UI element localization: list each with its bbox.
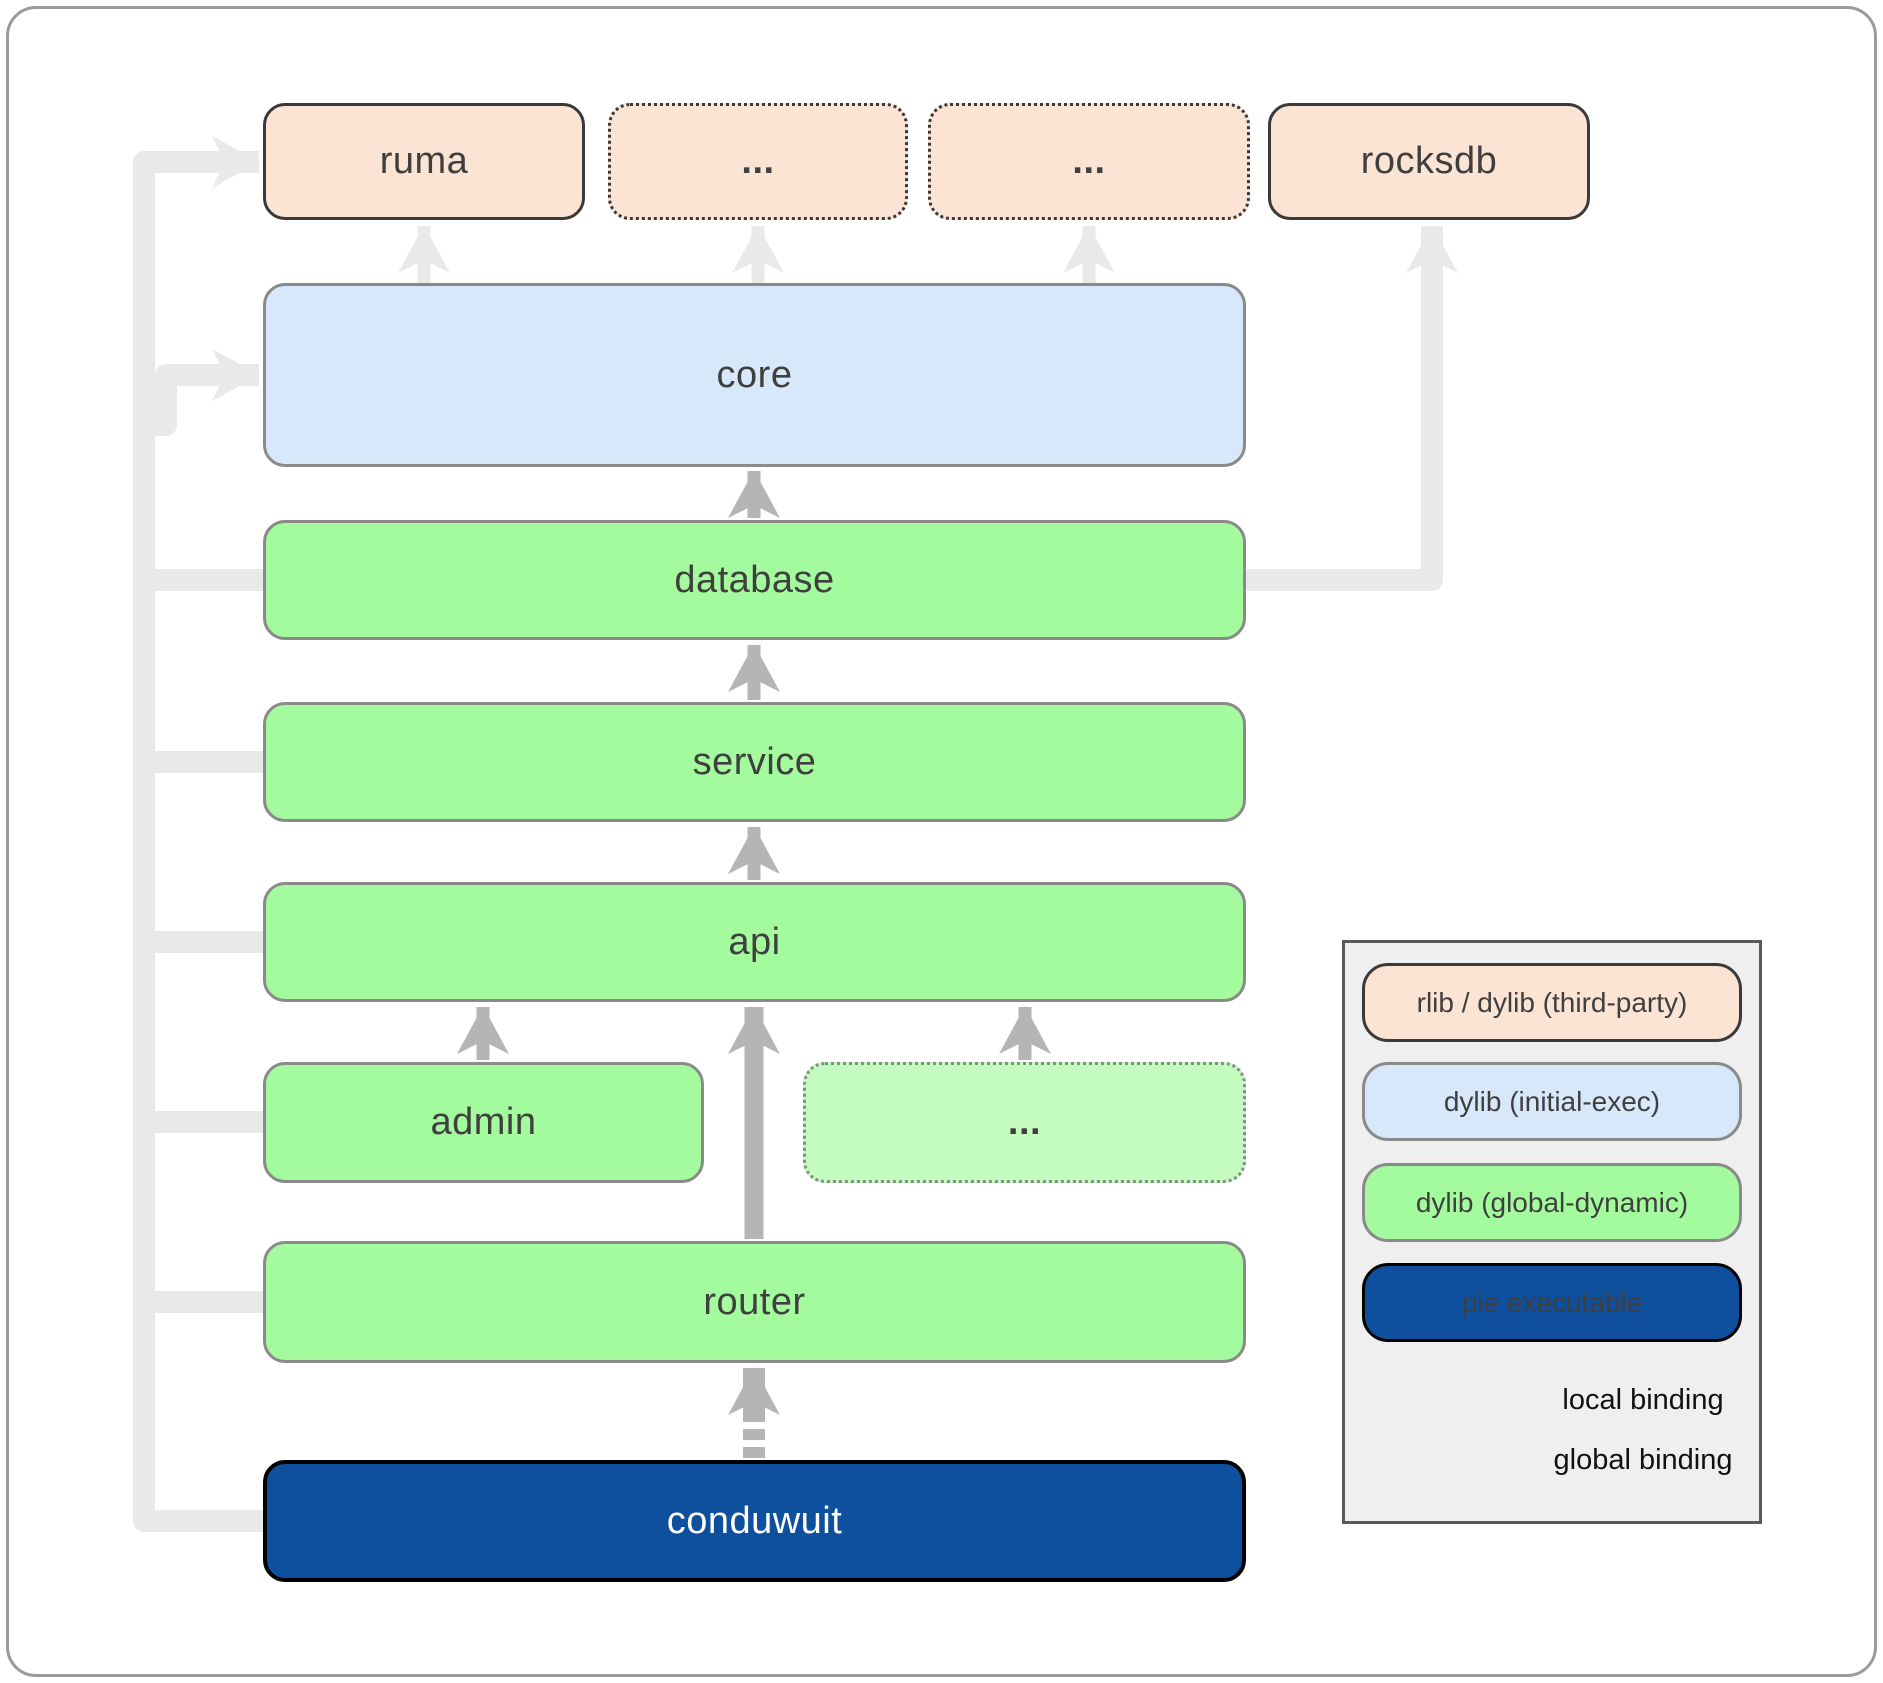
legend-item-global-dynamic-label: dylib (global-dynamic)	[1415, 1186, 1689, 1218]
node-other-endpoints-label: ...	[1007, 1101, 1042, 1143]
node-third-party-1: ...	[608, 103, 908, 220]
node-api: api	[263, 882, 1246, 1002]
legend-local-binding-label: local binding	[1562, 1383, 1724, 1416]
legend-item-pie-executable-label: pie executable	[1461, 1286, 1643, 1318]
node-conduwuit: conduwuit	[263, 1460, 1246, 1582]
legend-item-initial-exec: dylib (initial-exec)	[1362, 1062, 1742, 1141]
node-database: database	[263, 520, 1246, 640]
node-service: service	[263, 702, 1246, 822]
node-rocksdb-label: rocksdb	[1360, 140, 1498, 182]
node-conduwuit-label: conduwuit	[666, 1499, 843, 1542]
legend-item-initial-exec-label: dylib (initial-exec)	[1443, 1085, 1661, 1117]
legend-item-third-party-label: rlib / dylib (third-party)	[1416, 986, 1688, 1018]
legend-global-binding-label: global binding	[1553, 1443, 1733, 1476]
node-rocksdb: rocksdb	[1268, 103, 1590, 220]
node-router: router	[263, 1241, 1246, 1363]
node-service-label: service	[692, 740, 817, 783]
node-core: core	[263, 283, 1246, 467]
node-third-party-2: ...	[928, 103, 1250, 220]
legend-item-third-party: rlib / dylib (third-party)	[1362, 963, 1742, 1042]
node-ruma: ruma	[263, 103, 585, 220]
node-api-label: api	[728, 920, 781, 963]
legend-item-pie-executable: pie executable	[1362, 1263, 1742, 1342]
outer-frame	[6, 6, 1877, 1677]
node-database-label: database	[674, 558, 835, 601]
node-third-party-1-label: ...	[741, 140, 775, 182]
edge-database-rocksdb	[1240, 225, 1458, 591]
edge-conduwuit-core	[144, 349, 260, 436]
node-admin: admin	[263, 1062, 704, 1183]
node-ruma-label: ruma	[379, 140, 469, 182]
node-admin-label: admin	[430, 1101, 537, 1143]
node-router-label: router	[703, 1280, 806, 1323]
edge-conduwuit-ruma	[133, 136, 270, 1532]
node-third-party-2-label: ...	[1072, 140, 1106, 182]
node-other-endpoints: ...	[803, 1062, 1246, 1183]
legend-item-global-dynamic: dylib (global-dynamic)	[1362, 1163, 1742, 1242]
node-core-label: core	[716, 353, 793, 396]
